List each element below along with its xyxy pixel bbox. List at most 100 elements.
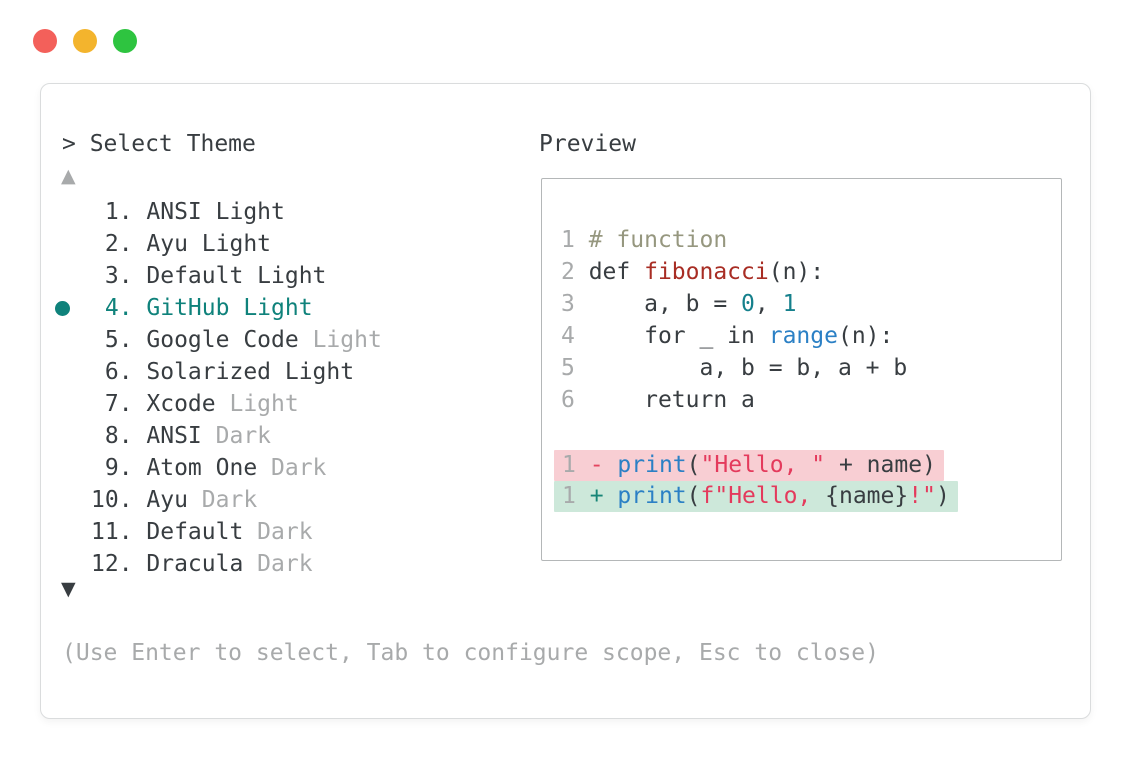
code-segment: Dark [201,423,272,449]
theme-row-label: 12. Dracula Dark [41,551,313,577]
maximize-button[interactable] [113,29,137,53]
code-segment: "Hello, " [700,452,826,478]
code-segment: Solarized Light [146,359,355,385]
theme-row-label: 7. Xcode Light [41,391,299,417]
code-segment: ( [686,452,701,478]
code-segment: Ayu [146,487,188,513]
theme-row[interactable]: 9. Atom One Dark [41,452,521,484]
code-segment: Google Code [146,327,299,353]
diff-added-line: 1 + print(f"Hello, {name}!") [554,481,958,512]
code-line: 5 a, b = b, a + b [561,352,907,384]
theme-row-label: 6. Solarized Light [41,359,354,385]
theme-row[interactable]: 10. Ayu Dark [41,484,521,516]
code-segment: Dark [243,519,313,545]
code-segment: !" [908,483,936,509]
theme-row-label: 11. Default Dark [41,519,313,545]
prompt-line: > Select Theme [62,131,256,157]
theme-row[interactable]: 5. Google Code Light [41,324,521,356]
theme-row-label: 2. Ayu Light [41,231,271,257]
theme-row-label: 3. Default Light [41,263,327,289]
code-segment: 0 [741,291,755,317]
code-segment: ANSI [146,423,202,449]
code-segment: f"Hello, [700,483,826,509]
theme-row-label: 9. Atom One Dark [41,455,327,481]
scroll-down-arrow-icon[interactable]: ▼ [61,578,76,600]
theme-row[interactable]: 6. Solarized Light [41,356,521,388]
code-segment: GitHub Light [146,295,313,321]
theme-row[interactable]: 7. Xcode Light [41,388,521,420]
code-segment: - [589,452,618,478]
code-segment: a, b = b, a + b [588,355,908,381]
preview-label: Preview [539,131,636,157]
line-number: 5 [561,355,589,381]
code-segment: (n): [837,323,894,349]
theme-number: 8. [91,423,147,449]
theme-row[interactable]: 3. Default Light [41,260,521,292]
theme-row[interactable]: 8. ANSI Dark [41,420,521,452]
code-segment: + [589,483,618,509]
theme-number: 10. [91,487,147,513]
code-segment: Default Light [146,263,327,289]
code-segment: Dark [243,551,313,577]
code-segment: Dark [257,455,327,481]
window-controls [33,29,137,53]
theme-row[interactable]: 11. Default Dark [41,516,521,548]
code-segment: print [617,452,687,478]
theme-row-label: 8. ANSI Dark [41,423,271,449]
code-segment: , [754,291,783,317]
code-segment: # function [588,227,728,253]
theme-row-selected[interactable]: 4. GitHub Light [41,292,521,324]
theme-list: 1. ANSI Light 2. Ayu Light 3. Default Li… [41,196,521,580]
theme-number: 2. [91,231,147,257]
code-line: 3 a, b = 0, 1 [561,288,907,320]
selected-indicator-dot [55,300,70,316]
code-segment: a, b = [588,291,742,317]
code-segment: ) [935,483,950,509]
code-segment: ( [686,483,701,509]
line-number: 1 [562,452,590,478]
diff-sample: 1 - print("Hello, " + name)1 + print(f"H… [554,450,958,512]
code-segment: print [617,483,687,509]
code-segment: (n): [768,259,825,285]
code-segment: {name} [825,483,909,509]
code-segment: Atom One [146,455,258,481]
code-segment: Ayu Light [146,231,272,257]
code-segment: def [588,259,645,285]
line-number: 1 [561,227,589,253]
diff-removed-line: 1 - print("Hello, " + name) [554,450,944,481]
line-number: 6 [561,387,589,413]
code-segment: + name) [825,452,936,478]
theme-row-label: 4. GitHub Light [41,295,313,321]
minimize-button[interactable] [73,29,97,53]
code-line: 6 return a [561,384,907,416]
code-segment: Dark [187,487,258,513]
theme-row[interactable]: 12. Dracula Dark [41,548,521,580]
code-segment: Default [146,519,244,545]
close-button[interactable] [33,29,57,53]
theme-number: 6. [91,359,147,385]
code-segment: return a [588,387,755,413]
line-number: 4 [561,323,589,349]
code-segment: Light [215,391,299,417]
line-number: 2 [561,259,589,285]
code-line: 1 # function [561,224,907,256]
theme-number: 11. [91,519,147,545]
line-number: 3 [561,291,589,317]
theme-number: 9. [91,455,147,481]
code-segment: 1 [782,291,797,317]
theme-number: 1. [91,199,147,225]
theme-row-label: 1. ANSI Light [41,199,285,225]
theme-number: 5. [91,327,147,353]
code-segment: Dracula [146,551,244,577]
theme-number: 4. [91,295,147,321]
line-number: 1 [562,483,590,509]
code-line: 2 def fibonacci(n): [561,256,907,288]
code-segment: Xcode [146,391,216,417]
theme-row[interactable]: 2. Ayu Light [41,228,521,260]
code-segment: range [768,323,838,349]
theme-row[interactable]: 1. ANSI Light [41,196,521,228]
scroll-up-arrow-icon[interactable]: ▲ [61,165,76,187]
